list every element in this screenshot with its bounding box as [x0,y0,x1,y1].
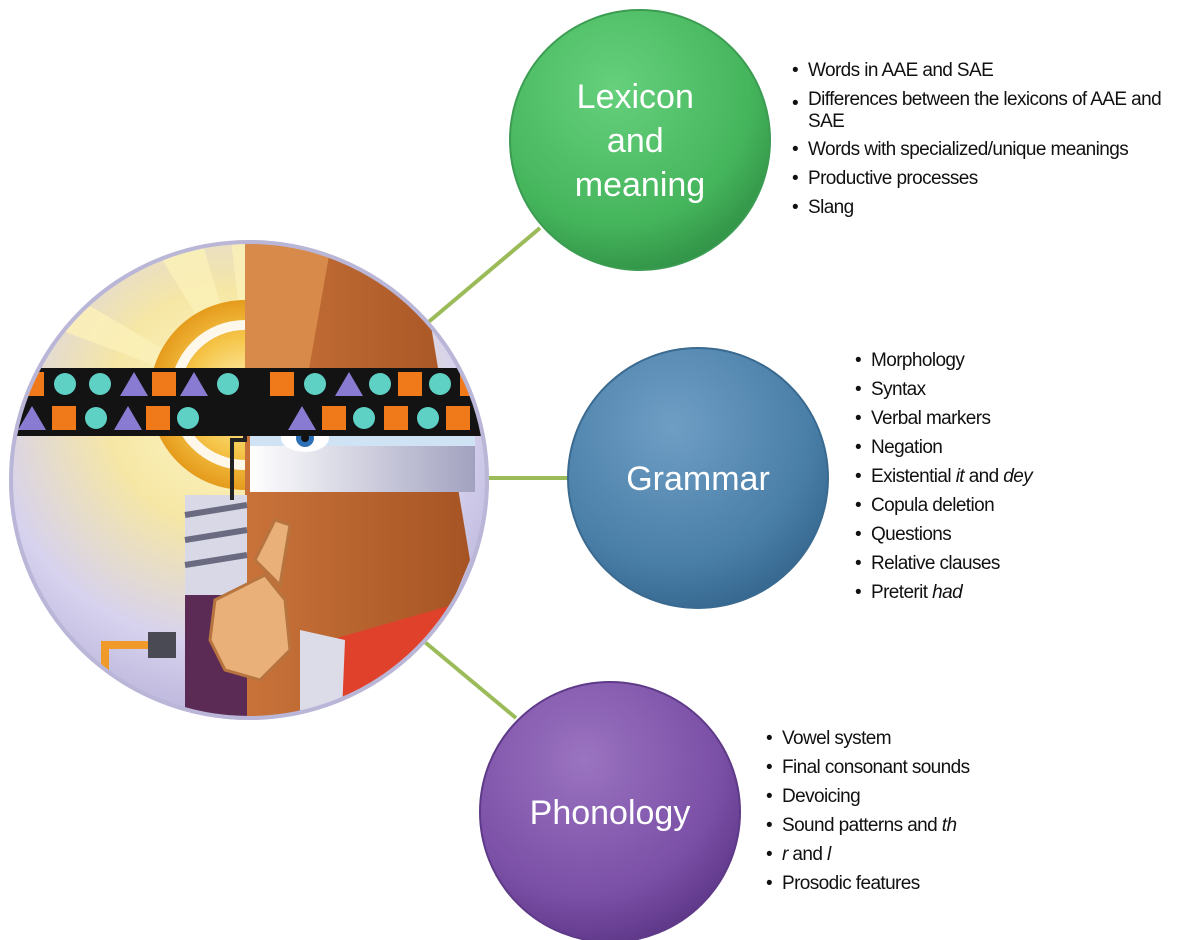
bullet-item: Productive processes [792,164,1177,193]
node-phonology: Phonology [479,681,741,940]
bullet-item: Words in AAE and SAE [792,56,1177,85]
bullet-item: r and l [766,840,1166,869]
bullet-item: Final consonant sounds [766,753,1166,782]
node-grammar-label: Grammar [626,460,770,498]
node-phonology-label: Phonology [530,794,691,832]
bullet-item: Vowel system [766,724,1166,753]
bullet-item: Existential it and dey [855,462,1175,491]
bullet-item: Prosodic features [766,869,1166,898]
bullet-item: Preterit had [855,578,1175,607]
bullet-item: Morphology [855,346,1175,375]
phonology-bullet-list: Vowel system Final consonant sounds Devo… [766,724,1166,898]
bullet-item: Verbal markers [855,404,1175,433]
node-lexicon-label: Lexicon and meaning [575,78,705,204]
connector-phonology [418,636,518,720]
bullet-item: Questions [855,520,1175,549]
bullet-item: Sound patterns and th [766,811,1166,840]
bullet-item: Slang [792,193,1177,222]
lexicon-bullet-list: Words in AAE and SAE Differences between… [792,56,1177,222]
bullet-item: Differences between the lexicons of AAE … [792,89,1177,133]
bullet-item: Relative clauses [855,549,1175,578]
node-grammar: Grammar [567,347,829,609]
bullet-item: Devoicing [766,782,1166,811]
hub-illustration-icon [9,240,489,720]
connector-lexicon [423,226,542,327]
bullet-item: Negation [855,433,1175,462]
node-lexicon: Lexicon and meaning [509,9,771,271]
bullet-item: Syntax [855,375,1175,404]
bullet-item: Words with specialized/unique meanings [792,135,1177,164]
grammar-bullet-list: Morphology Syntax Verbal markers Negatio… [855,346,1175,607]
bullet-item: Copula deletion [855,491,1175,520]
